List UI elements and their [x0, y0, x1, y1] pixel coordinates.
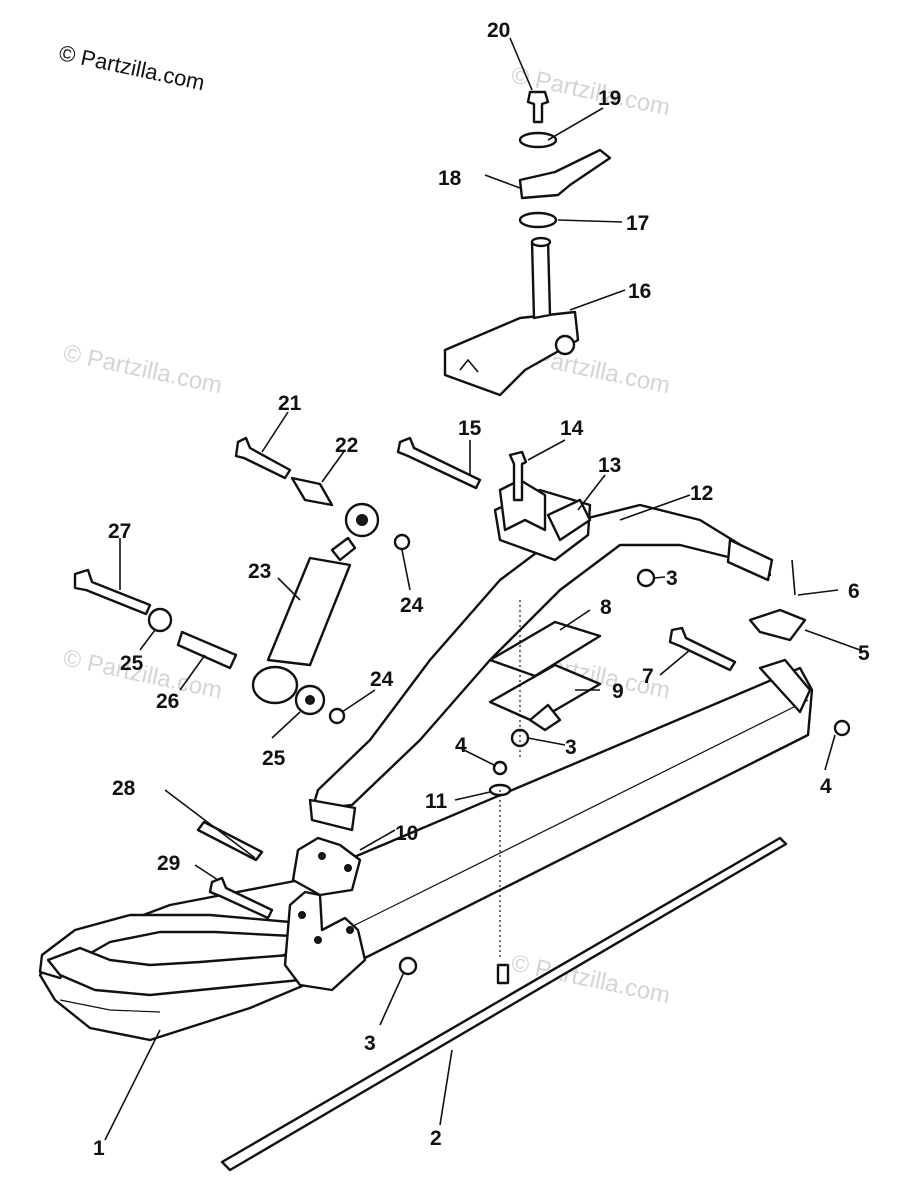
callout-26: 26: [156, 690, 179, 713]
callout-28: 28: [112, 777, 136, 800]
callout-8: 8: [600, 596, 612, 619]
callout-20: 20: [487, 19, 510, 42]
spindle: [443, 236, 580, 397]
bolt: [526, 90, 550, 124]
callout-1: 1: [93, 1137, 105, 1160]
callout-4: 4: [455, 734, 467, 757]
spring-leaf: [308, 503, 774, 832]
callout-4: 4: [820, 775, 832, 798]
flat-washer: [518, 131, 558, 149]
callout-12: 12: [690, 482, 713, 505]
callout-25: 25: [120, 652, 144, 675]
washer: [518, 211, 558, 229]
callout-3: 3: [565, 736, 577, 759]
callout-2: 2: [430, 1127, 442, 1150]
callout-25: 25: [262, 747, 286, 770]
steering-arm: [518, 148, 612, 200]
callout-17: 17: [626, 212, 649, 235]
callout-21: 21: [278, 392, 302, 415]
callout-14: 14: [560, 417, 584, 440]
callout-23: 23: [248, 560, 271, 583]
shock-assembly: [73, 436, 411, 725]
callout-24: 24: [400, 594, 424, 617]
watermark: © Partzilla.com: [61, 339, 225, 399]
callout-3: 3: [666, 567, 678, 590]
callout-7: 7: [642, 665, 654, 688]
front-bracket: [283, 836, 367, 992]
callout-24: 24: [370, 668, 394, 691]
callout-3: 3: [364, 1032, 376, 1055]
wear-bar: [220, 836, 788, 1172]
callout-13: 13: [598, 454, 621, 477]
callout-29: 29: [157, 852, 180, 875]
callout-10: 10: [395, 822, 418, 845]
callouts: 1 2 3 3 3 4 4 5 6 7 8 9 10 11 12 13 14 1…: [93, 19, 870, 1160]
leader-lines: [104, 37, 861, 1141]
callout-16: 16: [628, 280, 651, 303]
callout-9: 9: [612, 680, 624, 703]
plates: [488, 600, 602, 960]
callout-11: 11: [425, 790, 448, 813]
callout-27: 27: [108, 520, 131, 543]
spindle-hardware: [518, 90, 612, 229]
callout-15: 15: [458, 417, 482, 440]
callout-22: 22: [335, 434, 358, 457]
fasteners: [196, 436, 851, 976]
callout-6: 6: [848, 580, 860, 603]
spring-saddle: [493, 478, 592, 562]
callout-5: 5: [858, 642, 870, 665]
callout-19: 19: [598, 87, 621, 110]
callout-18: 18: [438, 167, 462, 190]
ski-body: [38, 666, 814, 1042]
